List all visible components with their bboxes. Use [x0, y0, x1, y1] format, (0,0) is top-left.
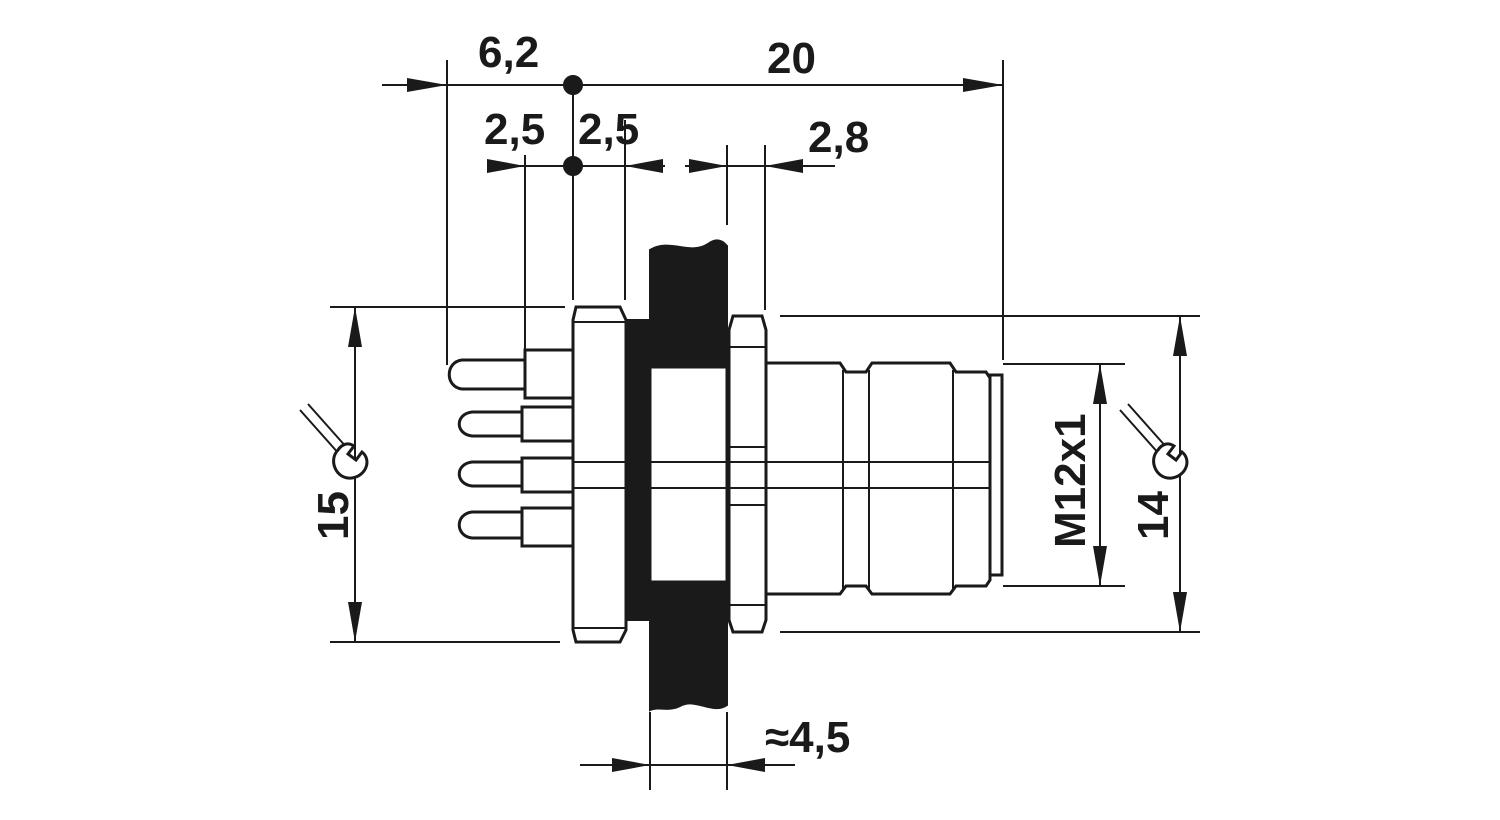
dimension-m12x1: M12x1 — [1046, 364, 1107, 586]
rear-flange — [571, 305, 628, 644]
dim-label-4-5: ≈4,5 — [765, 713, 850, 762]
extension-lines — [330, 60, 1200, 790]
dim-label-15: 15 — [309, 491, 358, 540]
dim-label-20: 20 — [767, 34, 816, 83]
dimension-4-5: ≈4,5 — [580, 713, 850, 772]
dim-label-m12x1: M12x1 — [1046, 413, 1095, 548]
dim-label-2-5-left: 2,5 — [484, 105, 545, 154]
panel-housing — [648, 365, 729, 584]
dim-label-2-5-right: 2,5 — [578, 105, 639, 154]
dim-label-2-8: 2,8 — [808, 113, 869, 162]
dimension-15: 15 — [309, 307, 362, 642]
dimension-2-5-pitch: 2,5 2,5 2,8 — [484, 105, 869, 176]
dimension-6-2: 6,2 20 — [382, 28, 1003, 95]
threaded-sleeve — [764, 361, 992, 596]
contact-pins — [447, 348, 575, 548]
dim-label-6-2: 6,2 — [478, 28, 539, 77]
wrench-icon — [299, 403, 369, 480]
dimension-14: 14 — [1129, 316, 1187, 632]
gasket — [626, 319, 651, 621]
wrench-icon — [1119, 403, 1189, 480]
hex-nut — [727, 314, 768, 634]
dim-label-14: 14 — [1129, 491, 1178, 540]
connector-body — [447, 239, 1004, 712]
front-face — [988, 373, 1004, 577]
